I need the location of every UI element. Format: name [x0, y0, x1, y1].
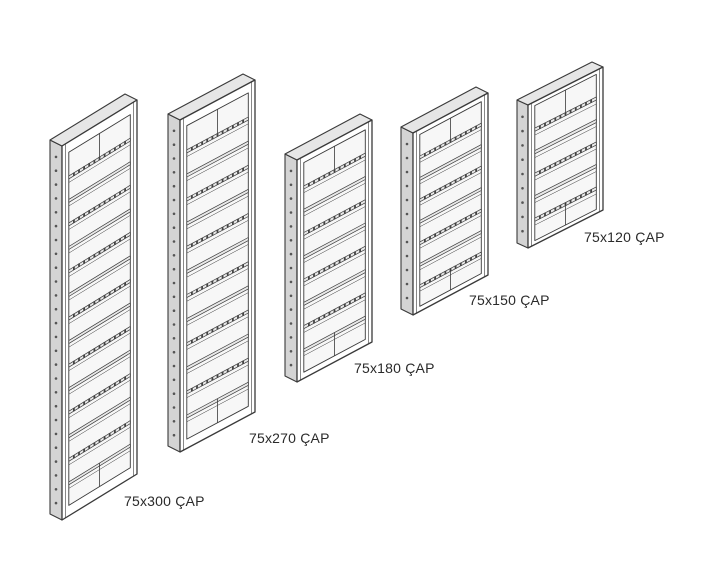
panel-75x180 — [285, 114, 372, 382]
label-75x300: 75x300 ÇAP — [124, 493, 205, 509]
panel-75x270 — [168, 74, 255, 452]
panel-75x300 — [50, 94, 137, 520]
label-75x120: 75x120 ÇAP — [584, 229, 665, 245]
label-75x150: 75x150 ÇAP — [469, 292, 550, 308]
panel-75x150 — [401, 87, 488, 315]
label-75x180: 75x180 ÇAP — [354, 360, 435, 376]
panel-75x120 — [517, 62, 603, 248]
label-75x270: 75x270 ÇAP — [249, 430, 330, 446]
